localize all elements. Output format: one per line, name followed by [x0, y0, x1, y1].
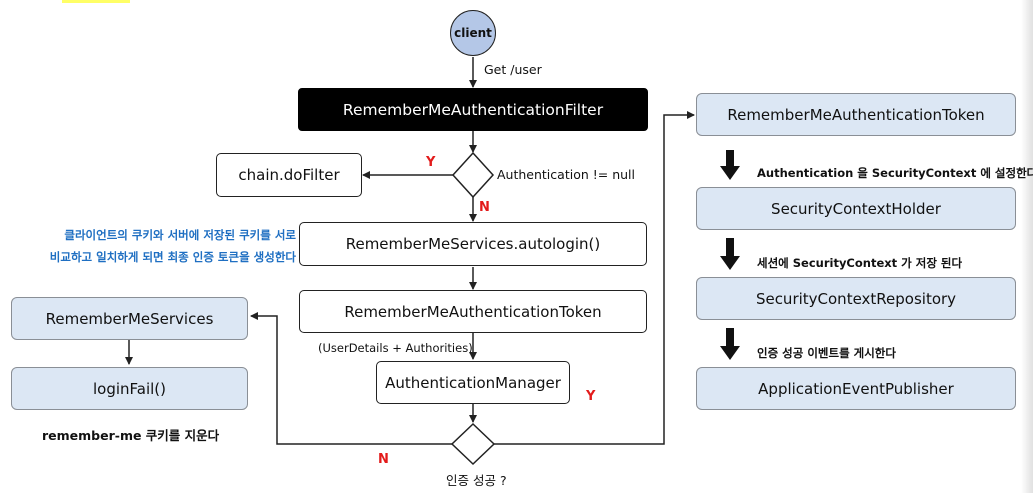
token-label: RememberMeAuthenticationToken	[344, 302, 602, 321]
authentication-manager-box: AuthenticationManager	[376, 361, 570, 404]
down-arrow-2	[720, 238, 740, 270]
chain-dofilter-box: chain.doFilter	[216, 153, 362, 197]
services-label: RememberMeServices	[45, 309, 214, 328]
manager-label: AuthenticationManager	[385, 373, 561, 392]
application-event-publisher-box: ApplicationEventPublisher	[696, 367, 1016, 410]
decision-condition-label: Authentication != null	[497, 167, 635, 182]
token-box: RememberMeAuthenticationToken	[299, 290, 647, 333]
login-fail-caption: remember-me 쿠키를 지운다	[42, 428, 220, 443]
auth-result-label: 인증 성공 ?	[446, 473, 507, 488]
down-arrow-3	[720, 328, 740, 360]
step2-label: 세션에 SecurityContext 가 저장 된다	[757, 256, 963, 270]
edge-shadow	[1021, 0, 1033, 493]
filter-label: RememberMeAuthenticationFilter	[342, 100, 604, 119]
chain-label: chain.doFilter	[238, 166, 340, 184]
client-node: client	[450, 10, 496, 56]
security-context-holder-box: SecurityContextHolder	[696, 187, 1016, 230]
step1-label: Authentication 을 SecurityContext 에 설정한다	[757, 166, 1033, 180]
publisher-label: ApplicationEventPublisher	[758, 379, 954, 398]
decision-diamond	[451, 151, 495, 199]
arrow-result-token	[494, 111, 695, 445]
right-token-box: RememberMeAuthenticationToken	[696, 93, 1016, 136]
right-token-label: RememberMeAuthenticationToken	[727, 105, 985, 124]
down-arrow-1	[720, 150, 740, 180]
cookie-compare-note: 클라이언트의 쿠키와 서버에 저장된 쿠키를 서로 비교하고 일치하게 되면 최…	[20, 224, 296, 268]
client-label: client	[454, 26, 492, 40]
autologin-box: RememberMeServices.autologin()	[299, 222, 647, 266]
holder-label: SecurityContextHolder	[771, 199, 941, 218]
highlight-mark	[62, 0, 130, 3]
decision-yes-label: Y	[426, 155, 436, 170]
remember-me-filter-box: RememberMeAuthenticationFilter	[298, 88, 648, 131]
arrow-result-services	[250, 312, 452, 445]
login-fail-label: loginFail()	[92, 379, 167, 398]
step3-label: 인증 성공 이벤트를 게시한다	[757, 346, 896, 360]
security-context-repository-box: SecurityContextRepository	[696, 277, 1016, 320]
remember-me-services-box: RememberMeServices	[11, 297, 248, 340]
login-fail-box: loginFail()	[11, 367, 248, 410]
repository-label: SecurityContextRepository	[755, 289, 957, 308]
result-yes-label: Y	[586, 389, 596, 404]
note-line-2: 비교하고 일치하게 되면 최종 인증 토큰을 생성한다	[49, 250, 296, 264]
token-sub-label: (UserDetails + Authorities)	[318, 341, 473, 355]
result-no-label: N	[378, 452, 389, 467]
auth-result-diamond	[450, 422, 496, 466]
autologin-label: RememberMeServices.autologin()	[345, 235, 601, 253]
request-label: Get /user	[484, 62, 542, 77]
decision-no-label: N	[479, 200, 490, 215]
note-line-1: 클라이언트의 쿠키와 서버에 저장된 쿠키를 서로	[64, 228, 296, 242]
